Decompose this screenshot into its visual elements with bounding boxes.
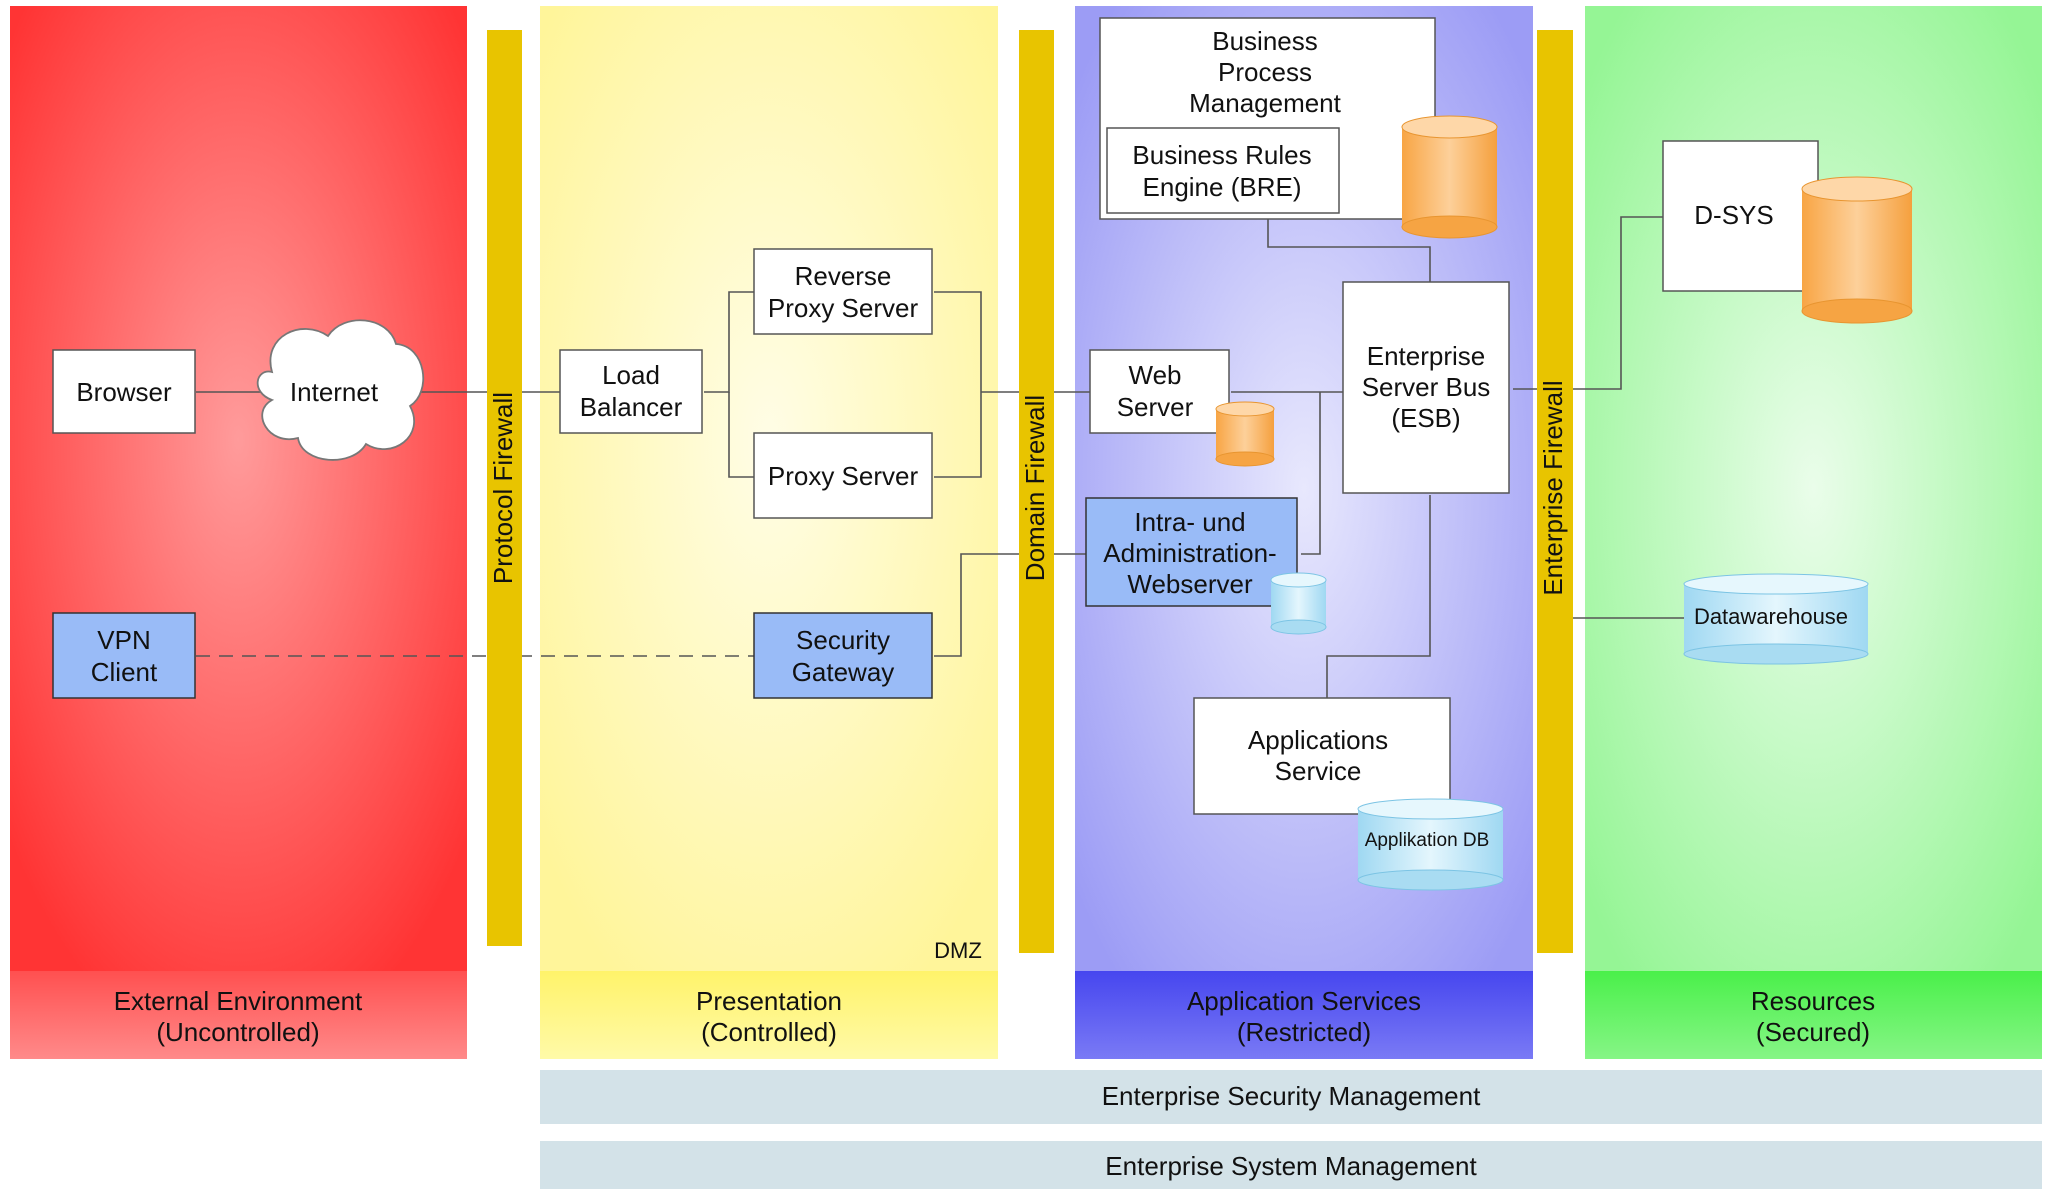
bpm-label-2: Process xyxy=(1218,57,1312,87)
dmz-label: DMZ xyxy=(934,938,982,963)
security-management-label: Enterprise Security Management xyxy=(1102,1081,1481,1111)
connector-lb-proxies xyxy=(704,291,756,393)
dsys-database-icon xyxy=(1801,176,1913,324)
bpm-label-3: Management xyxy=(1189,88,1342,118)
zone-presentation-sublabel: (Controlled) xyxy=(701,1017,837,1047)
zone-external-sublabel: (Uncontrolled) xyxy=(156,1017,319,1047)
connector-proxy-out xyxy=(934,392,982,478)
zone-application-label: Application Services xyxy=(1187,986,1421,1016)
reverse-proxy-label-2: Proxy Server xyxy=(768,293,919,323)
connector-intra-esb xyxy=(1301,392,1321,555)
intra-admin-label-3: Webserver xyxy=(1127,569,1253,599)
bre-label-2: Engine (BRE) xyxy=(1143,172,1302,202)
load-balancer-node xyxy=(559,349,703,434)
proxy-server-label: Proxy Server xyxy=(768,461,919,491)
zone-application-sublabel: (Restricted) xyxy=(1237,1017,1371,1047)
internet-label: Internet xyxy=(290,377,379,407)
datawarehouse-label: Datawarehouse xyxy=(1694,604,1848,629)
applikation-db-label: Applikation DB xyxy=(1365,830,1490,851)
browser-node xyxy=(52,349,196,434)
esb-label-3: (ESB) xyxy=(1391,403,1460,433)
connector-esb-appservice xyxy=(1326,495,1431,701)
zone-external-label: External Environment xyxy=(114,986,363,1016)
intra-admin-label-1: Intra- und xyxy=(1134,507,1245,537)
bre-node xyxy=(1106,127,1340,214)
enterprise-firewall xyxy=(1537,30,1573,953)
zone-resources-label: Resources xyxy=(1751,986,1875,1016)
enterprise-firewall-label: Enterprise Firewall xyxy=(1538,380,1568,595)
zone-resources-sublabel: (Secured) xyxy=(1756,1017,1870,1047)
security-gateway-node xyxy=(753,612,933,699)
vpn-client-label-2: Client xyxy=(91,657,158,687)
dsys-label: D-SYS xyxy=(1694,200,1773,230)
zone-external-footer xyxy=(10,971,467,1059)
protocol-firewall xyxy=(487,30,522,946)
zone-external xyxy=(10,6,467,971)
security-gateway-label-2: Gateway xyxy=(792,657,895,687)
zone-application-footer xyxy=(1075,971,1533,1059)
datawarehouse-database-icon xyxy=(1683,573,1869,665)
zone-resources-footer xyxy=(1585,971,2042,1059)
domain-firewall-label: Domain Firewall xyxy=(1020,395,1050,581)
load-balancer-label-1: Load xyxy=(602,360,660,390)
dsys-node xyxy=(1662,140,1819,292)
zone-presentation-label: Presentation xyxy=(696,986,842,1016)
applikation-db-icon xyxy=(1357,798,1504,891)
connector-lb-proxy xyxy=(728,392,756,478)
esb-label-1: Enterprise xyxy=(1367,341,1486,371)
web-server-label-2: Server xyxy=(1117,392,1194,422)
proxy-server-node xyxy=(753,432,933,519)
connector-bpm-esb xyxy=(1267,219,1431,283)
load-balancer-label-2: Balancer xyxy=(580,392,683,422)
web-server-label-1: Web xyxy=(1129,360,1182,390)
esb-label-2: Server Bus xyxy=(1362,372,1491,402)
browser-label: Browser xyxy=(76,377,172,407)
vpn-client-node xyxy=(52,612,196,699)
intra-admin-database-icon xyxy=(1270,572,1327,635)
applications-service-label-2: Service xyxy=(1275,756,1362,786)
intra-admin-webserver-node xyxy=(1085,497,1298,607)
security-management-bar xyxy=(540,1070,2042,1124)
security-gateway-label-1: Security xyxy=(796,625,890,655)
bpm-label-1: Business xyxy=(1212,26,1318,56)
system-management-label: Enterprise System Management xyxy=(1105,1151,1477,1181)
bre-label-1: Business Rules xyxy=(1132,140,1311,170)
protocol-firewall-label: Protocol Firewall xyxy=(488,392,518,584)
reverse-proxy-label-1: Reverse xyxy=(795,261,892,291)
applications-service-label-1: Applications xyxy=(1248,725,1388,755)
intra-admin-label-2: Administration- xyxy=(1103,538,1276,568)
vpn-client-label-1: VPN xyxy=(97,625,150,655)
web-server-node xyxy=(1089,349,1230,434)
reverse-proxy-node xyxy=(753,248,933,335)
system-management-bar xyxy=(540,1141,2042,1189)
applications-service-node xyxy=(1193,697,1451,815)
web-server-database-icon xyxy=(1215,401,1275,467)
bpm-database-icon xyxy=(1401,115,1498,239)
domain-firewall xyxy=(1019,30,1054,953)
connector-reverse-proxy-out xyxy=(934,291,982,392)
zone-presentation-footer xyxy=(540,971,998,1059)
internet-cloud-icon xyxy=(256,319,424,461)
esb-node xyxy=(1342,281,1510,494)
